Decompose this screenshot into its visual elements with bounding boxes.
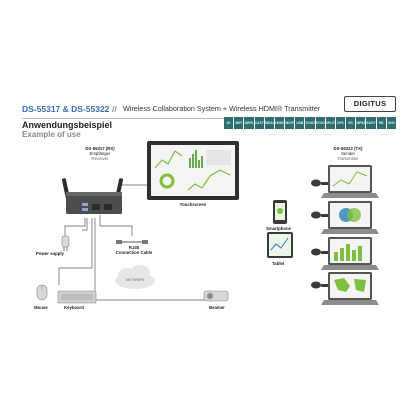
digitus-logo: DIGITUS bbox=[344, 96, 396, 112]
feature-icon-4k: 4K bbox=[224, 117, 234, 129]
network-cloud bbox=[115, 265, 155, 289]
section-title: Anwendungsbeispiel bbox=[22, 120, 113, 130]
feature-icon-wpa2: WPA2 bbox=[356, 117, 366, 129]
power-supply-label: Power supply bbox=[36, 251, 64, 256]
feature-icon-dfs: DFS bbox=[335, 117, 346, 129]
header-tagline: Wireless Collaboration System + Wireless… bbox=[123, 104, 321, 113]
receiver-en: Receiver bbox=[91, 156, 109, 161]
feature-icon-byod: BYOD bbox=[315, 117, 325, 129]
touchscreen-label: Touchscreen bbox=[179, 202, 207, 207]
receiver-device bbox=[66, 192, 122, 214]
hdmi-touchscreen-line bbox=[120, 178, 151, 186]
feature-icon-hd: HD bbox=[376, 117, 386, 129]
feature-icon-usb: USB bbox=[295, 117, 305, 129]
hdmi-beamer-line bbox=[94, 218, 214, 301]
feature-icon-touch: TOUCH bbox=[305, 117, 315, 129]
smartphone-device bbox=[273, 200, 287, 224]
feature-icon-easy: EASY bbox=[366, 117, 376, 129]
feature-icon-hdmi: HDMI bbox=[274, 117, 285, 129]
laptop-1 bbox=[321, 165, 379, 198]
sender-code: DS-55322 (TX) bbox=[333, 146, 363, 151]
feature-icons-strip: 4KWiFiAIRPLAYCASTMIRACASTHDMIHDCPUSBTOUC… bbox=[224, 117, 396, 133]
sender-en: Transmitter bbox=[337, 156, 359, 161]
product-codes: DS-55317 & DS-55322 bbox=[22, 104, 110, 114]
rj45-cable bbox=[116, 240, 148, 244]
transmitter-dongles bbox=[311, 179, 329, 289]
feature-icon-wifi: WiFi bbox=[234, 117, 244, 129]
rj45-label: RJ45 bbox=[128, 245, 140, 250]
touchscreen-monitor bbox=[147, 141, 239, 200]
receiver-code: DS-55317 (RX) bbox=[85, 146, 115, 151]
laptop-2 bbox=[321, 201, 379, 234]
keyboard-label: Keyboard bbox=[64, 305, 84, 310]
feature-icon-hdcp: HDCP bbox=[285, 117, 295, 129]
keyboard-device bbox=[57, 290, 97, 304]
sender-de: Sender bbox=[341, 151, 355, 156]
laptops bbox=[321, 165, 379, 305]
header-divider bbox=[22, 118, 396, 119]
feature-icon-5g: 5G bbox=[346, 117, 356, 129]
rj45-label-2: Connection Cable bbox=[115, 250, 153, 255]
beamer-label: Beamer bbox=[209, 305, 225, 310]
mouse-device bbox=[36, 284, 48, 301]
power-cable-line bbox=[64, 218, 86, 236]
rj45-cable-line bbox=[99, 215, 133, 236]
feature-icon-cast: CAST bbox=[254, 117, 264, 129]
header-separator: // bbox=[112, 104, 117, 114]
feature-icon-uhd: UHD bbox=[386, 117, 396, 129]
feature-icon-split: SPLIT bbox=[325, 117, 335, 129]
feature-icon-airplay: AIRPLAY bbox=[244, 117, 254, 129]
receiver-de: Empfänger bbox=[89, 151, 111, 156]
power-supply-plug bbox=[61, 235, 70, 251]
tablet-label: Tablet bbox=[272, 261, 285, 266]
section-subtitle: Example of use bbox=[22, 130, 81, 139]
beamer-device bbox=[203, 290, 229, 302]
smartphone-label: Smartphone bbox=[266, 226, 292, 231]
laptop-3 bbox=[321, 237, 379, 270]
header: DS-55317 & DS-55322 // Wireless Collabor… bbox=[22, 96, 396, 118]
mouse-label: Mouse bbox=[34, 305, 48, 310]
usb-mouse-keyboard-line bbox=[58, 218, 93, 285]
tablet-device bbox=[267, 232, 293, 258]
laptop-4 bbox=[321, 272, 379, 305]
network-label: NETWORK bbox=[125, 278, 145, 282]
feature-icon-miracast: MIRACAST bbox=[264, 117, 274, 129]
